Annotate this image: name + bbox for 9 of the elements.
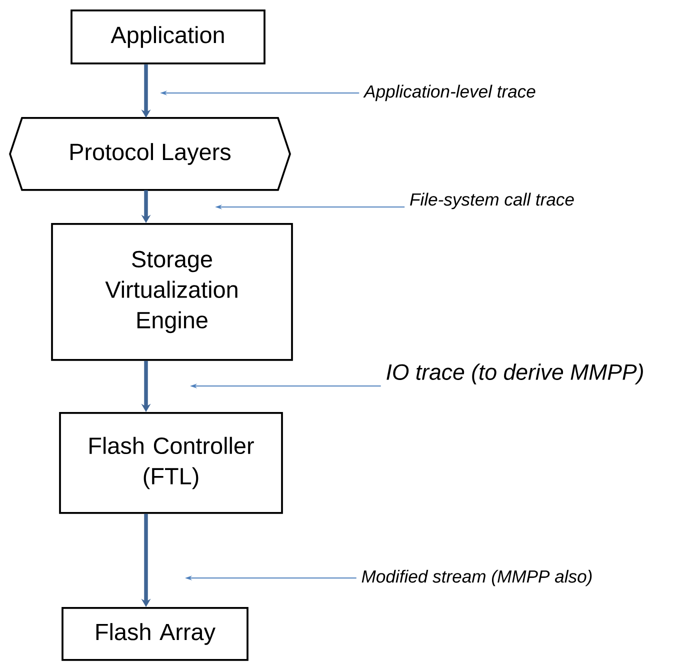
process-box: Storage Virtualization Engine <box>51 223 293 361</box>
trace-label: File-system call trace <box>410 192 574 210</box>
hexagon-box: Protocol Layers <box>9 117 291 191</box>
process-box: Flash Array <box>62 607 248 661</box>
trace-label: IO trace (to derive MMPP) <box>386 364 643 384</box>
process-box: Application <box>70 10 266 64</box>
trace-label: Modified stream (MMPP also) <box>362 570 592 586</box>
process-box: Flash Controller (FTL) <box>59 412 283 514</box>
trace-label: Application-level trace <box>363 84 536 102</box>
